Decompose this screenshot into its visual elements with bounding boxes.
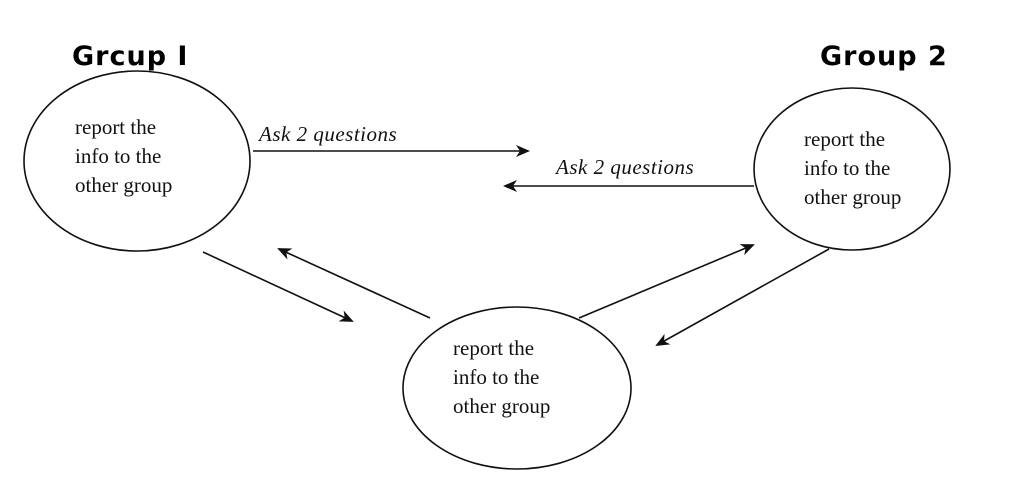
edge-label-top: Ask 2 questions (259, 122, 398, 146)
group2-node (753, 87, 951, 251)
group1-title: Grcup I (72, 41, 189, 72)
edge-label-middle: Ask 2 questions (556, 155, 695, 179)
group3-node (402, 306, 632, 470)
group2-node-text: report the info to the other group (804, 127, 902, 209)
group2-title: Group 2 (820, 41, 948, 72)
group1-node (23, 70, 251, 252)
group3-node-text: report the info to the other group (453, 336, 551, 418)
group1-node-text: report the info to the other group (75, 115, 173, 197)
arrow-group1-to-group3 (202, 251, 354, 322)
arrow-group3-to-group1 (277, 248, 431, 319)
arrow-group2-to-group3 (655, 248, 830, 346)
arrow-group3-to-group2 (578, 244, 755, 319)
